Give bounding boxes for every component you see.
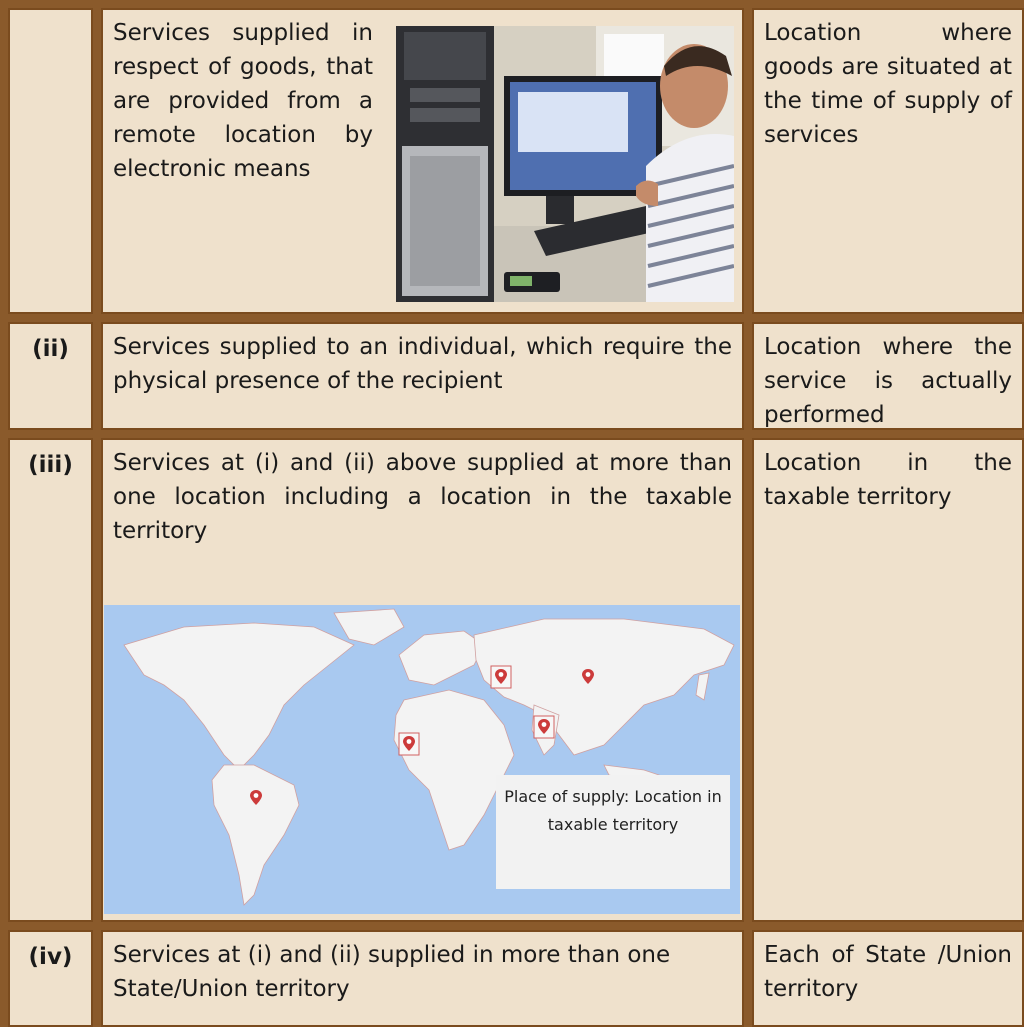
row3-service-text: Services at (i) and (ii) above supplied …	[113, 450, 732, 544]
map-pin-asia	[576, 664, 600, 690]
row3-place-cell: Location in the taxable territory	[752, 438, 1024, 922]
row2-number: (ii)	[32, 336, 69, 362]
map-pin-south-america	[244, 785, 268, 811]
row2-service-cell: Services supplied to an individual, whic…	[101, 322, 744, 430]
row1-place-cell: Location where goods are situated at the…	[752, 8, 1024, 314]
location-pin-icon	[533, 715, 555, 739]
row2-number-cell: (ii)	[8, 322, 93, 430]
computer-user-photo	[396, 26, 734, 302]
row1-number	[10, 10, 91, 22]
row1-service-text: Services supplied in respect of goods, t…	[113, 20, 373, 182]
row4-number-cell: (iv)	[8, 930, 93, 1027]
row1-place-text: Location where goods are situated at the…	[764, 20, 1012, 148]
row4-service-text: Services at (i) and (ii) supplied in mor…	[113, 942, 671, 1002]
map-pin-africa	[397, 731, 421, 757]
row2-place-cell: Location where the service is actually p…	[752, 322, 1024, 430]
row1-number-cell	[8, 8, 93, 314]
row2-service-text: Services supplied to an individual, whic…	[113, 334, 732, 394]
map-caption: Place of supply: Location in taxable ter…	[496, 775, 730, 889]
row3-number-cell: (iii)	[8, 438, 93, 922]
row3-number: (iii)	[28, 452, 73, 478]
row4-place-cell: Each of State /Union territory	[752, 930, 1024, 1027]
row4-service-cell: Services at (i) and (ii) supplied in mor…	[101, 930, 744, 1027]
row4-number: (iv)	[28, 944, 73, 970]
location-pin-icon	[582, 669, 594, 684]
location-pin-icon	[398, 732, 420, 756]
location-pin-icon	[250, 790, 262, 805]
row2-place-text: Location where the service is actually p…	[764, 334, 1012, 428]
row4-place-text: Each of State /Union territory	[764, 942, 1012, 1002]
row3-place-text: Location in the taxable territory	[764, 450, 1012, 510]
map-pin-india	[532, 714, 556, 740]
location-pin-icon	[490, 665, 512, 689]
map-pin-europe	[489, 664, 513, 690]
